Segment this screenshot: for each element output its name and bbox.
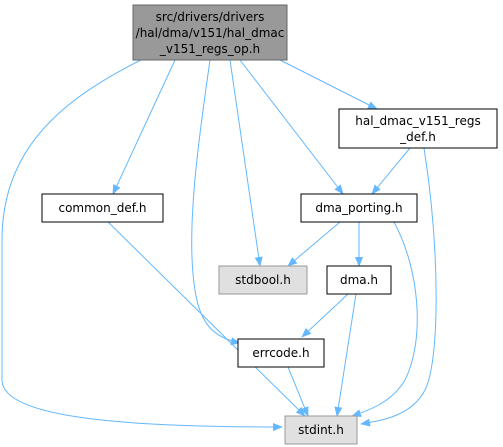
node-dma-porting[interactable]: dma_porting.h (300, 193, 418, 223)
edge-regs-def-to-dma-porting (371, 147, 411, 195)
node-errcode-label: errcode.h (252, 346, 309, 360)
node-common-def[interactable]: common_def.h (41, 193, 164, 223)
node-dma-label: dma.h (340, 273, 378, 287)
edge-errcode-to-stdint (287, 366, 309, 417)
node-root-line-2: /hal/dma/v151/hal_dmac (136, 26, 285, 40)
edge-dma-to-stdint (334, 293, 357, 417)
node-root-line-1: src/drivers/drivers (156, 10, 265, 24)
node-root-line-3: _v151_regs_op.h (159, 42, 260, 56)
node-regs-def-line-1: hal_dmac_v151_regs (355, 114, 480, 128)
edges-group (1, 58, 437, 431)
edge-regs-def-to-stdint (360, 147, 437, 427)
node-dma[interactable]: dma.h (326, 265, 392, 295)
node-dma-porting-label: dma_porting.h (315, 201, 402, 215)
node-errcode[interactable]: errcode.h (237, 338, 325, 368)
node-stdint[interactable]: stdint.h (284, 415, 358, 445)
edge-root-to-stdint (1, 58, 283, 431)
edge-root-to-dma-porting (239, 59, 344, 195)
edge-dma-to-errcode (301, 293, 349, 338)
nodes-group: src/drivers/drivers /hal/dma/v151/hal_dm… (41, 4, 498, 445)
node-regs-def-line-2: _def.h (399, 130, 436, 144)
edge-root-to-errcode (191, 59, 241, 346)
node-stdint-label: stdint.h (298, 423, 344, 437)
edge-common-def-to-stdint (107, 221, 306, 417)
node-hal-dmac-v151-regs-def[interactable]: hal_dmac_v151_regs _def.h (338, 108, 498, 149)
node-common-def-label: common_def.h (58, 201, 146, 215)
node-stdbool-label: stdbool.h (235, 273, 291, 287)
edge-root-to-regs-def (279, 59, 378, 110)
edge-dma-porting-to-stdint (351, 221, 418, 417)
edge-root-to-common-def (112, 59, 176, 195)
edge-root-to-stdbool (229, 59, 263, 267)
node-stdbool[interactable]: stdbool.h (218, 265, 308, 295)
edge-dma-porting-to-stdbool (287, 221, 341, 267)
node-root-file[interactable]: src/drivers/drivers /hal/dma/v151/hal_dm… (132, 4, 288, 61)
